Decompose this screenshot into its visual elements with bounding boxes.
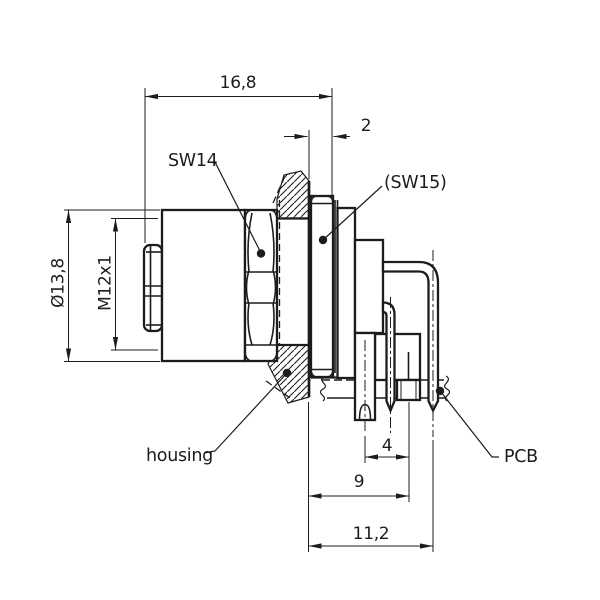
dimension-thread: M12x1: [96, 218, 158, 351]
label-housing: housing: [146, 368, 292, 466]
dim-pin-row-text: 9: [354, 472, 365, 492]
label-sw15-text: (SW15): [384, 173, 447, 193]
label-pcb-text: PCB: [504, 447, 538, 467]
label-sw15: (SW15): [318, 173, 447, 245]
rear-insert: [353, 238, 422, 382]
dimension-overall-depth: 16,8: [144, 73, 333, 243]
rear-locknut-sw15: [309, 194, 339, 379]
label-pcb: PCB: [435, 386, 538, 467]
label-sw14-text: SW14: [168, 151, 218, 171]
dim-locknut-text: 2: [361, 116, 372, 136]
dimension-pin-row-depth: 9: [308, 402, 409, 552]
press-fit-block: [395, 378, 422, 402]
front-hex-nut-sw14: [243, 208, 279, 363]
connector-main-body: [160, 208, 247, 363]
dimension-body-diameter: Ø13,8: [49, 209, 160, 362]
dimension-pin-spacing: 4: [364, 402, 410, 502]
label-sw14: SW14: [168, 151, 266, 258]
dimension-locknut-thickness: 2: [284, 116, 372, 179]
dim-total-depth-text: 11,2: [353, 524, 390, 544]
dim-thread-text: M12x1: [96, 255, 116, 311]
panel-section-hatch: [265, 170, 310, 404]
dim-pin-spacing-text: 4: [382, 436, 393, 456]
connector-front-coupling: [142, 243, 164, 333]
centerlines: [364, 250, 434, 437]
dim-diameter-text: Ø13,8: [49, 258, 69, 308]
dim-overall-depth-text: 16,8: [220, 73, 257, 93]
dimension-total-pin-depth: 11,2: [308, 440, 434, 552]
threaded-neck: [277, 200, 309, 347]
label-housing-text: housing: [146, 446, 213, 466]
